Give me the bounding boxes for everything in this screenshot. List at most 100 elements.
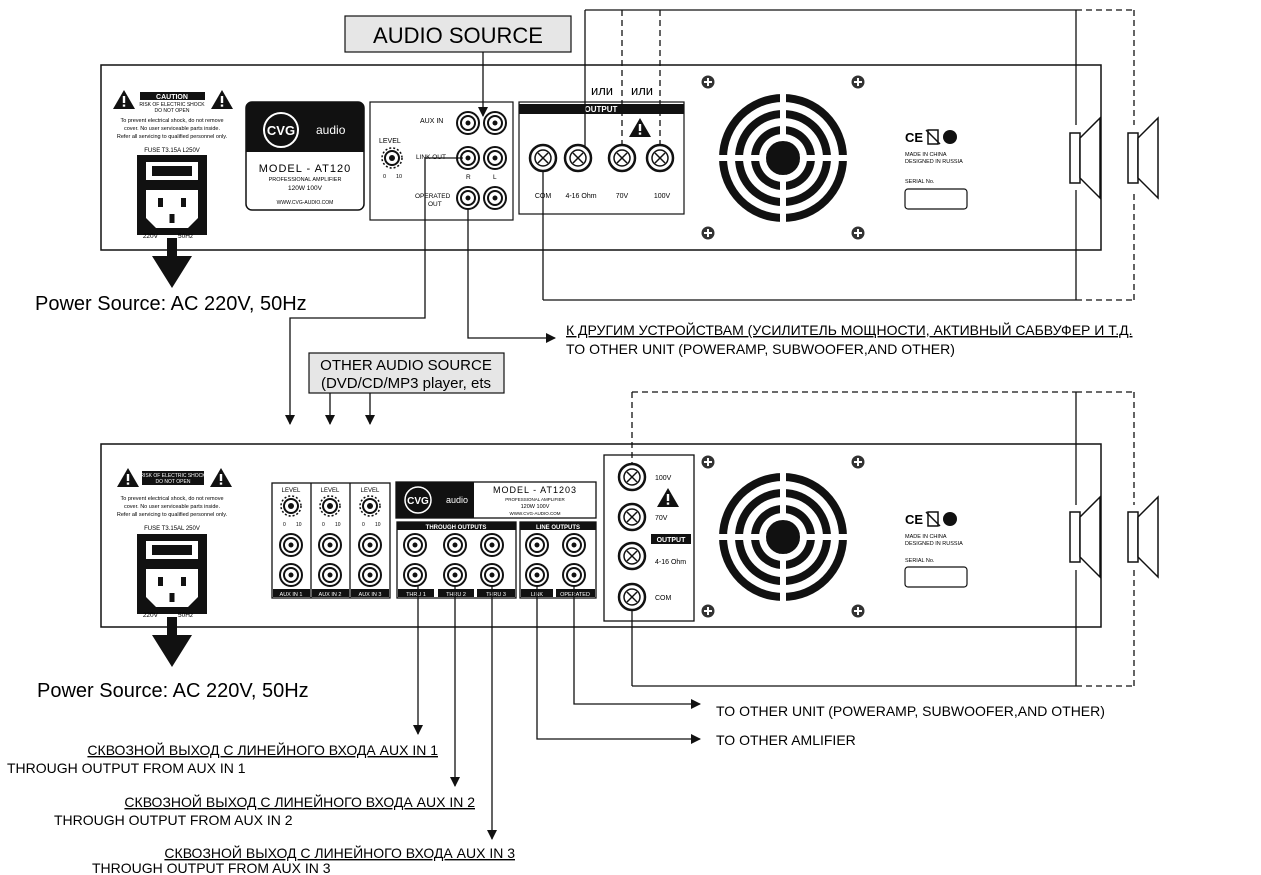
svg-text:LEVEL: LEVEL: [379, 138, 401, 145]
svg-text:AUX IN 2: AUX IN 2: [319, 592, 342, 598]
svg-text:THRU 2: THRU 2: [446, 592, 466, 598]
speaker-terminal-4-16-ohm[interactable]: [563, 143, 593, 173]
svg-text:100V: 100V: [654, 193, 671, 200]
svg-text:cover. No user serviceable par: cover. No user serviceable parts inside.: [124, 504, 220, 510]
top-amplifier-panel: CAUTION RISK OF ELECTRIC SHOCK DO NOT OP…: [100, 64, 1102, 251]
link-out-l-jack[interactable]: [483, 146, 507, 170]
svg-text:OTHER AUDIO SOURCE: OTHER AUDIO SOURCE: [320, 357, 492, 374]
svg-text:AUX IN: AUX IN: [420, 118, 443, 125]
aux-in-2-r-jack[interactable]: [318, 533, 342, 557]
website: WWW.CVG-AUDIO.COM: [277, 200, 334, 206]
cert-mark-icon: [943, 130, 957, 144]
svg-text:OPERATED: OPERATED: [415, 193, 451, 200]
operated-r-jack[interactable]: [562, 533, 586, 557]
svg-text:0: 0: [383, 174, 386, 180]
svg-text:10: 10: [375, 522, 381, 528]
thru-3-r-jack[interactable]: [480, 533, 504, 557]
top-caution-label: CAUTION RISK OF ELECTRIC SHOCK DO NOT OP…: [113, 90, 233, 154]
speaker-icon: [1127, 496, 1159, 578]
speaker-terminal-70v[interactable]: [607, 143, 637, 173]
thru-2-r-jack[interactable]: [443, 533, 467, 557]
svg-text:4-16 Ohm: 4-16 Ohm: [565, 193, 596, 200]
screw-icon: [851, 604, 865, 618]
screw-icon: [701, 455, 715, 469]
svg-text:0: 0: [283, 522, 286, 528]
svg-text:10: 10: [396, 174, 402, 180]
weee-icon: [927, 129, 939, 145]
svg-text:THROUGH OUTPUT FROM AUX IN 2: THROUGH OUTPUT FROM AUX IN 2: [54, 812, 293, 828]
thru-3-l-jack[interactable]: [480, 563, 504, 587]
ce-mark: CE: [905, 130, 923, 145]
svg-text:Refer all servicing to qualifi: Refer all servicing to qualified personn…: [117, 134, 228, 140]
screw-icon: [851, 226, 865, 240]
link-r-jack[interactable]: [525, 533, 549, 557]
speaker-terminal-100v[interactable]: [617, 462, 647, 492]
operated-out-l-jack[interactable]: [483, 186, 507, 210]
svg-text:СКВОЗНОЙ ВЫХОД С ЛИНЕЙНОГО ВХО: СКВОЗНОЙ ВЫХОД С ЛИНЕЙНОГО ВХОДА AUX IN …: [164, 844, 515, 861]
speaker-terminal-70v[interactable]: [617, 502, 647, 532]
svg-text:THROUGH OUTPUTS: THROUGH OUTPUTS: [426, 525, 487, 531]
brand-logo: CVG: [267, 123, 295, 138]
bottom-output-section: 100V 70V 4-16 Ohm COM OUTPUT: [603, 454, 695, 622]
svg-text:THRU 3: THRU 3: [486, 592, 506, 598]
svg-text:50Hz: 50Hz: [178, 233, 193, 240]
svg-text:FUSE T3.15AL 250V: FUSE T3.15AL 250V: [144, 526, 200, 532]
other-units-en: TO OTHER UNIT (POWERAMP, SUBWOOFER,AND O…: [566, 341, 955, 357]
bottom-model-plate: CVG audio MODEL - AT1203 PROFESSIONAL AM…: [395, 481, 597, 519]
speaker-terminal-4-16-ohm[interactable]: [617, 541, 647, 571]
cert-mark-icon: [943, 512, 957, 526]
svg-text:0: 0: [322, 522, 325, 528]
caution-title: CAUTION: [156, 94, 188, 101]
aux-channel-2: LEVEL 0 10 AUX IN 2: [312, 488, 349, 598]
serial-box: [904, 188, 968, 210]
aux-in-r-jack[interactable]: [456, 111, 480, 135]
aux-in-1-l-jack[interactable]: [279, 563, 303, 587]
through-output-labels: СКВОЗНОЙ ВЫХОД С ЛИНЕЙНОГО ВХОДА AUX IN …: [7, 741, 515, 875]
link-l-jack[interactable]: [525, 563, 549, 587]
thru-1-r-jack[interactable]: [403, 533, 427, 557]
screw-icon: [851, 455, 865, 469]
operated-out-r-jack[interactable]: [456, 186, 480, 210]
bottom-caution-label: RISK OF ELECTRIC SHOCK DO NOT OPEN To pr…: [117, 468, 232, 532]
speaker-icon: [1127, 117, 1159, 199]
aux-in-1-r-jack[interactable]: [279, 533, 303, 557]
svg-text:AUX IN 3: AUX IN 3: [359, 592, 382, 598]
power-inlet-icon: [137, 155, 207, 235]
svg-text:LEVEL: LEVEL: [282, 488, 301, 494]
power-inlet-icon: [137, 534, 207, 614]
to-other-amplifier-label: TO OTHER AMLIFIER: [716, 732, 856, 748]
aux-in-l-jack[interactable]: [483, 111, 507, 135]
svg-text:OPERATED: OPERATED: [560, 592, 590, 598]
aux-channel-3: LEVEL 0 10 AUX IN 3: [351, 488, 389, 598]
speaker-terminal-100v[interactable]: [645, 143, 675, 173]
svg-text:DO NOT OPEN: DO NOT OPEN: [155, 108, 190, 114]
svg-text:WWW.CVG-AUDIO.COM: WWW.CVG-AUDIO.COM: [510, 511, 561, 516]
svg-text:LINE OUTPUTS: LINE OUTPUTS: [536, 525, 580, 531]
svg-text:MADE IN CHINA: MADE IN CHINA: [905, 152, 947, 158]
svg-text:DESIGNED IN RUSSIA: DESIGNED IN RUSSIA: [905, 541, 963, 547]
svg-text:10: 10: [296, 522, 302, 528]
thru-2-l-jack[interactable]: [443, 563, 467, 587]
svg-text:R: R: [466, 174, 471, 181]
svg-text:THROUGH OUTPUT FROM AUX IN 1: THROUGH OUTPUT FROM AUX IN 1: [7, 760, 246, 776]
speaker-terminal-com[interactable]: [617, 582, 647, 612]
other-audio-source-box: [308, 352, 505, 394]
top-input-section: AUX IN LEVEL 0 10 LINK OUT R L OPERATED …: [369, 101, 514, 221]
aux-in-3-r-jack[interactable]: [358, 533, 382, 557]
thru-1-l-jack[interactable]: [403, 563, 427, 587]
aux-in-3-l-jack[interactable]: [358, 563, 382, 587]
operated-l-jack[interactable]: [562, 563, 586, 587]
aux-input-channels: LEVEL 0 10 AUX IN 1 LEVEL 0 10 AUX IN 2: [271, 482, 391, 599]
svg-text:Refer all servicing to qualifi: Refer all servicing to qualified personn…: [117, 512, 228, 518]
svg-text:AUX IN 1: AUX IN 1: [280, 592, 303, 598]
svg-text:DESIGNED IN RUSSIA: DESIGNED IN RUSSIA: [905, 159, 963, 165]
speaker-terminal-com[interactable]: [528, 143, 558, 173]
screw-icon: [701, 604, 715, 618]
power-source-label: Power Source: AC 220V, 50Hz: [37, 680, 309, 702]
svg-text:cover. No user serviceable par: cover. No user serviceable parts inside.: [124, 126, 220, 132]
aux-in-2-l-jack[interactable]: [318, 563, 342, 587]
screw-icon: [701, 75, 715, 89]
power-source-label: Power Source: AC 220V, 50Hz: [35, 293, 307, 315]
top-model-plate: CVG audio MODEL - AT120 PROFESSIONAL AMP…: [245, 101, 365, 211]
